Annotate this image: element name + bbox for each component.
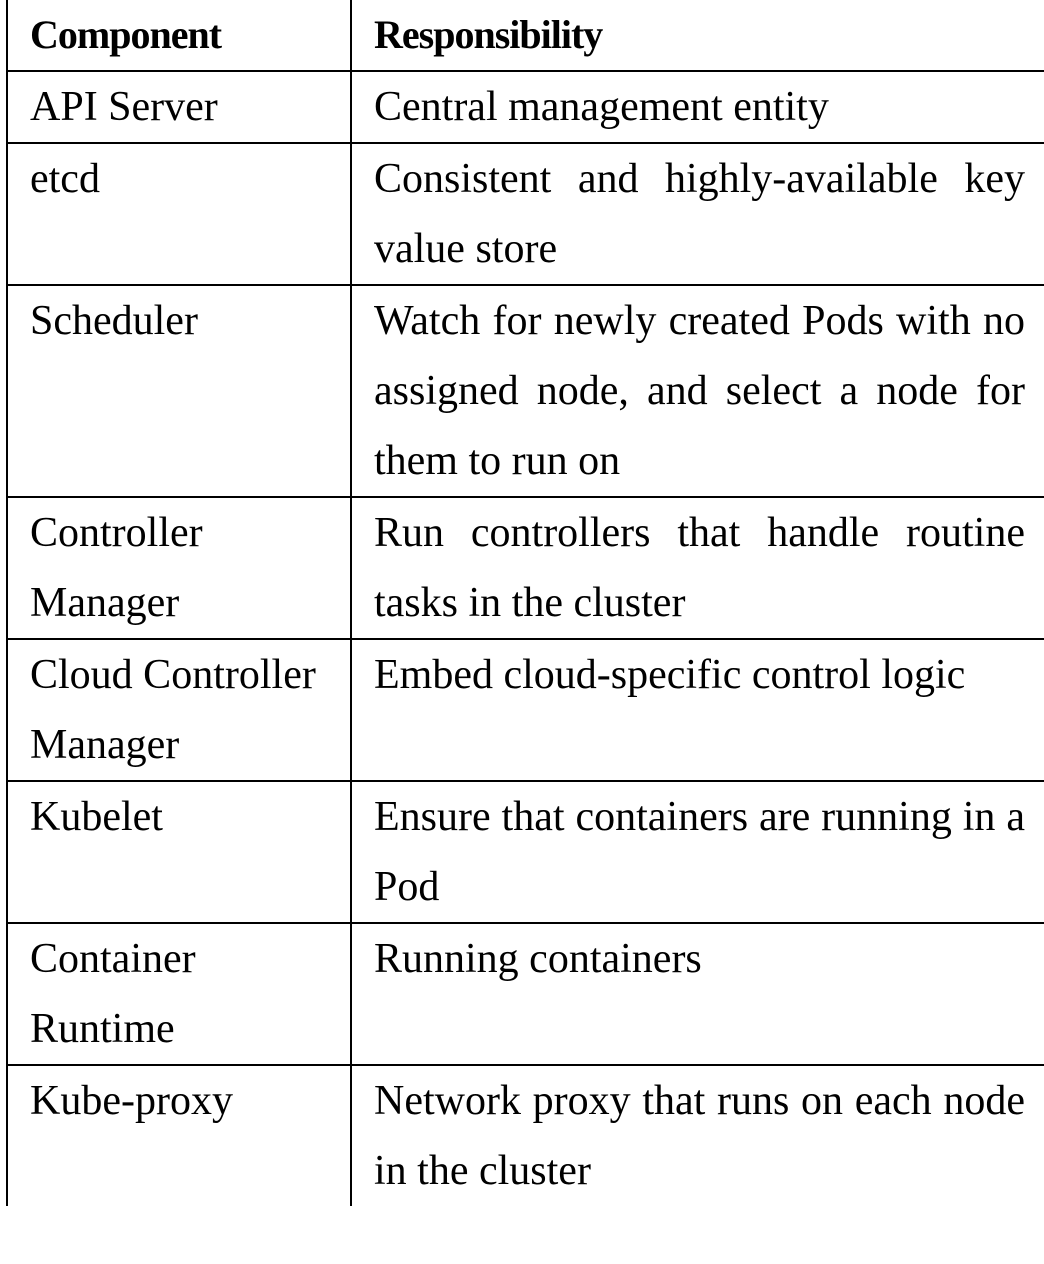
table-row: Controller Manager Run controllers that …: [6, 496, 1044, 640]
table-header-row: Component Responsibility: [6, 0, 1044, 72]
cell-component: Container Runtime: [6, 922, 352, 1066]
table-row: Cloud Controller Manager Embed cloud-spe…: [6, 638, 1044, 782]
table-row: etcd Consistent and highly-available key…: [6, 142, 1044, 286]
cell-responsibility: Ensure that containers are running in a …: [350, 780, 1044, 924]
table-row: Scheduler Watch for newly created Pods w…: [6, 284, 1044, 498]
cell-component: API Server: [6, 70, 352, 144]
header-responsibility: Responsibility: [350, 0, 1044, 72]
cell-component: Controller Manager: [6, 496, 352, 640]
cell-component: Scheduler: [6, 284, 352, 498]
table-row: Kubelet Ensure that containers are runni…: [6, 780, 1044, 924]
cell-component: etcd: [6, 142, 352, 286]
cell-component: Kubelet: [6, 780, 352, 924]
cell-responsibility: Run controllers that handle routine task…: [350, 496, 1044, 640]
cell-responsibility: Network proxy that runs on each node in …: [350, 1064, 1044, 1206]
table-row: Kube-proxy Network proxy that runs on ea…: [6, 1064, 1044, 1206]
cell-responsibility: Watch for newly created Pods with no ass…: [350, 284, 1044, 498]
table-row: Container Runtime Running containers: [6, 922, 1044, 1066]
cell-responsibility: Central management entity: [350, 70, 1044, 144]
cell-responsibility: Consistent and highly-available key valu…: [350, 142, 1044, 286]
cell-component: Kube-proxy: [6, 1064, 352, 1206]
cell-component: Cloud Controller Manager: [6, 638, 352, 782]
component-responsibility-table: Component Responsibility API Server Cent…: [6, 0, 1044, 1206]
cell-responsibility: Running containers: [350, 922, 1044, 1066]
header-component: Component: [6, 0, 352, 72]
table-row: API Server Central management entity: [6, 70, 1044, 144]
cell-responsibility: Embed cloud-specific control logic: [350, 638, 1044, 782]
